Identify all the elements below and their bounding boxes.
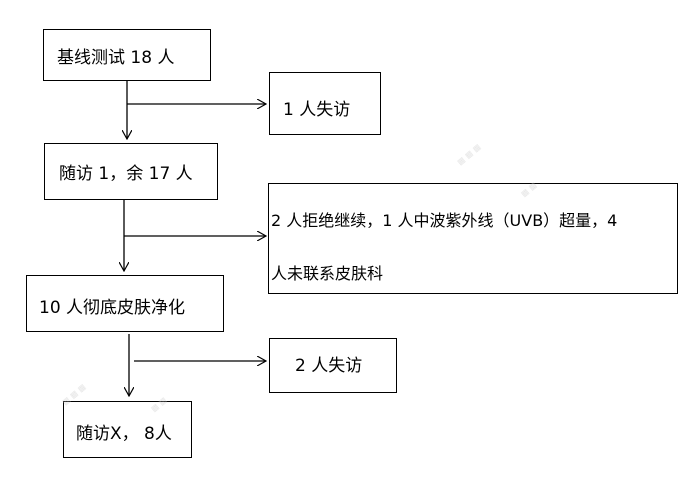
box-loss2-label: 2 人失访 — [295, 356, 363, 376]
box-visitx: 随访X， 8人 — [63, 401, 192, 458]
box-baseline-label: 基线测试 18 人 — [57, 48, 175, 68]
box-loss1: 1 人失访 — [269, 72, 381, 135]
box-visitx-label: 随访X， 8人 — [76, 424, 172, 444]
box-loss1-label: 1 人失访 — [283, 100, 351, 120]
box-exclusion-line1: 2 人拒绝继续，1 人中波紫外线（UVB）超量，4 — [271, 211, 618, 230]
box-loss2: 2 人失访 — [269, 338, 397, 393]
box-exclusion: 2 人拒绝继续，1 人中波紫外线（UVB）超量，4 人未联系皮肤科 — [268, 183, 678, 294]
box-visit1-label: 随访 1，余 17 人 — [59, 164, 193, 184]
box-exclusion-line2: 人未联系皮肤科 — [271, 264, 384, 283]
box-visit1: 随访 1，余 17 人 — [44, 143, 218, 200]
box-cleared-label: 10 人彻底皮肤净化 — [39, 298, 186, 318]
box-baseline: 基线测试 18 人 — [43, 29, 211, 81]
box-cleared: 10 人彻底皮肤净化 — [26, 275, 224, 332]
